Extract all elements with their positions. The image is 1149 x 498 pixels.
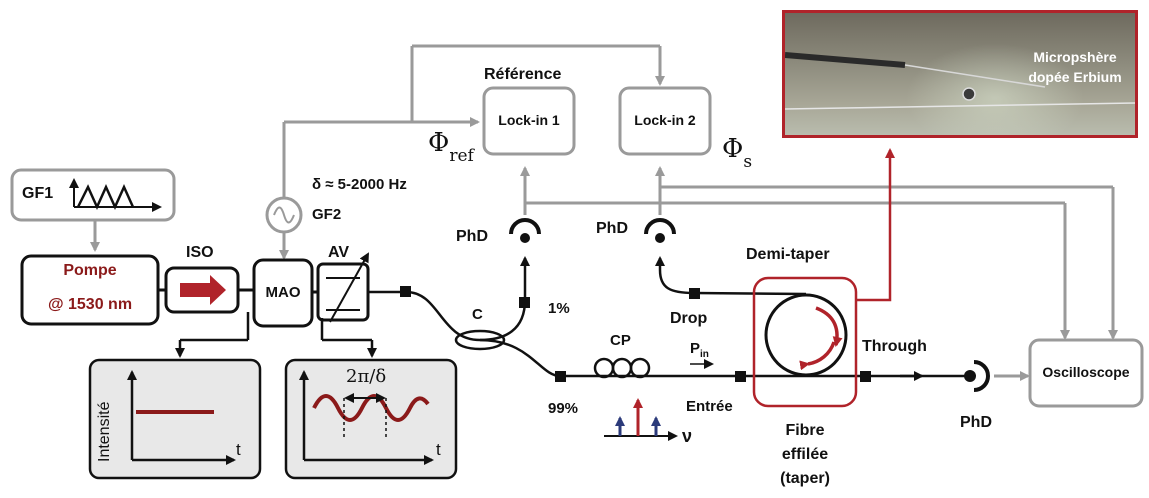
av-label: AV — [328, 244, 350, 261]
t-axis-label-1: t — [236, 440, 241, 459]
ninety-nine-percent-label: 99% — [548, 400, 579, 417]
demi-taper-label: Demi-taper — [746, 246, 830, 263]
period-label: 2π/δ — [346, 366, 387, 387]
triangle-wave-icon — [76, 183, 135, 211]
lockin-1-label: Lock-in 1 — [498, 112, 560, 128]
pump-label-line1: Pompe — [63, 262, 117, 279]
gf1-label: GF1 — [22, 185, 54, 202]
grey-signal-lines — [90, 44, 1118, 381]
photo-caption-line2: dopée Erbium — [1028, 69, 1122, 85]
fibre-label-line1: Fibre — [785, 422, 825, 439]
reference-label: Référence — [484, 66, 562, 83]
entree-label: Entrée — [686, 398, 733, 415]
iso-label: ISO — [186, 244, 214, 261]
t-axis-label-2: t — [436, 440, 441, 459]
phd-2-label: PhD — [596, 220, 628, 237]
phd-1-label: PhD — [456, 228, 488, 245]
through-label: Through — [862, 338, 927, 355]
attenuator-arrow-icon — [329, 252, 369, 323]
cp-label: CP — [610, 332, 631, 349]
phd-3-label: PhD — [960, 414, 992, 431]
gf2-label: GF2 — [312, 206, 342, 223]
delta-range-label: δ ≈ 5-2000 Hz — [312, 176, 407, 193]
photodetector-icons — [509, 218, 990, 392]
modulation-inset — [284, 358, 458, 480]
sine-wave-icon — [273, 206, 295, 224]
phi-ref-subscript: ref — [449, 146, 474, 166]
phi-s-subscript: s — [743, 152, 753, 172]
one-percent-label: 1% — [548, 300, 570, 317]
av-box — [316, 262, 370, 322]
pump-label-line2: @ 1530 nm — [47, 296, 133, 313]
taper-fiber-image — [785, 52, 1135, 110]
photo-caption-line1: Micropshère — [1033, 49, 1117, 65]
p-in-sub: in — [700, 349, 709, 360]
p-in-label: Pin — [690, 340, 709, 360]
lockin-1-box — [482, 86, 576, 156]
microsphere-photo: Micropshère dopée Erbium — [782, 10, 1138, 138]
oscilloscope-box — [1028, 338, 1144, 408]
sine-modulation-trace — [312, 394, 430, 422]
nu-label: ν — [682, 426, 693, 446]
mao-label: MAO — [265, 284, 301, 301]
drop-label: Drop — [670, 310, 708, 327]
fibre-label-line3: (taper) — [780, 470, 830, 487]
resonator-frame — [752, 276, 858, 408]
lockin-2-box — [618, 86, 712, 156]
isolator-arrow-icon — [180, 275, 226, 305]
fibre-label-line2: effilée — [781, 446, 829, 463]
coupler-label: C — [472, 306, 483, 323]
fiber-connectors — [400, 286, 871, 382]
oscilloscope-label: Oscilloscope — [1042, 364, 1130, 380]
microsphere-icon — [764, 293, 848, 377]
phi-ref-symbol: Φref — [428, 128, 474, 166]
lockin-2-label: Lock-in 2 — [634, 112, 696, 128]
phi-s-symbol: Φs — [722, 134, 753, 172]
p-in-main: P — [690, 340, 701, 357]
intensity-axis-label: Intensité — [96, 401, 113, 462]
